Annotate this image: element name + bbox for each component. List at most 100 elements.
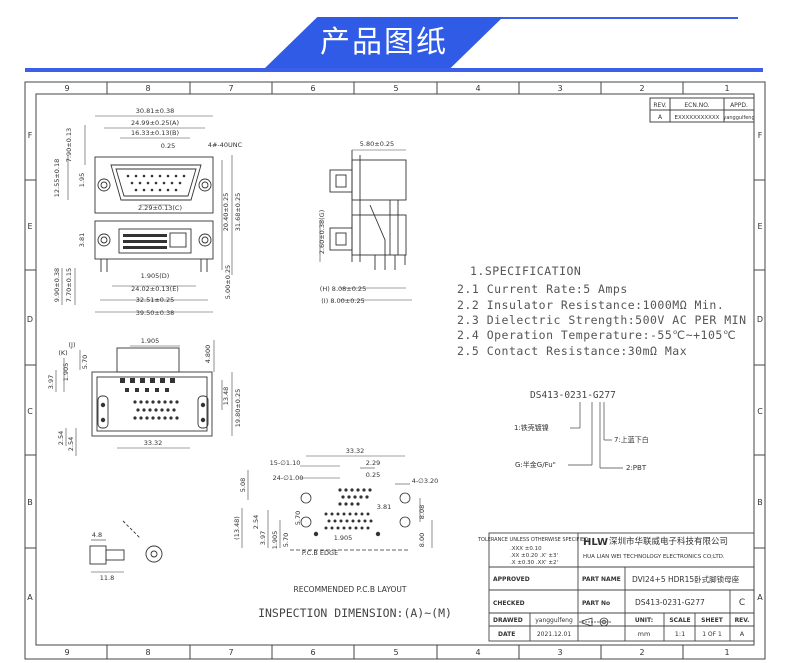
row-label: A <box>757 593 763 602</box>
dim-label: (J) <box>69 341 76 349</box>
bottom-view <box>91 347 213 437</box>
dim-label: 1.905 <box>62 363 70 382</box>
dim-label: 15-∅1.10 <box>270 459 301 467</box>
col-label: 5 <box>393 648 398 657</box>
dim-label: 2.60±0.38(G) <box>318 210 326 255</box>
inspection-caption: INSPECTION DIMENSION:(A)~(M) <box>258 606 452 620</box>
part-no-label: PART No <box>582 600 610 607</box>
dim-label: 5.80±0.25 <box>360 140 394 148</box>
dim-label: 5.00±0.25 <box>224 265 232 299</box>
dim-label: 24.02±0.13(E) <box>131 285 179 293</box>
rev-mark: C <box>739 598 745 608</box>
inner-frame <box>35 93 755 646</box>
col-label: 4 <box>475 84 480 93</box>
spec-line: 2.4 Operation Temperature:-55℃~+105℃ <box>457 328 736 342</box>
row-label: E <box>757 222 762 231</box>
projection-icon <box>579 617 612 627</box>
row-label: B <box>27 498 33 507</box>
appd-value: yanggulfeng <box>723 115 754 121</box>
spec-line: 2.5 Contact Resistance:30mΩ Max <box>457 344 687 358</box>
dim-label: 5.70 <box>294 511 302 525</box>
dim-label: 33.32 <box>144 439 163 447</box>
dim-label: 2.54 <box>252 515 260 529</box>
drawer-name: yanggulfeng <box>535 617 573 624</box>
part-no-value: DS413-0231-G277 <box>635 598 705 607</box>
checked-label: CHECKED <box>493 600 525 607</box>
side-view <box>329 150 407 270</box>
dim-label: 9.90±0.38 <box>53 268 61 302</box>
col-label: 2 <box>639 648 644 657</box>
dim-label: 32.51±0.25 <box>136 296 175 304</box>
dim-label: 1.905 <box>271 531 279 550</box>
col-label: 8 <box>145 84 150 93</box>
dim-label: 0.25 <box>161 142 175 150</box>
contact-dim-labels: 4.8 11.8 <box>92 531 114 582</box>
dim-label: 19.80±0.25 <box>234 389 242 428</box>
scale-label: SCALE <box>669 617 690 624</box>
banner-underline <box>25 68 763 72</box>
dim-label: 13.48 <box>222 387 230 406</box>
pcb-edge-label: P.C.B EDGE <box>302 549 338 557</box>
row-label: C <box>27 407 33 416</box>
company-name-cn: 深圳市华联威电子科技有限公司 <box>609 536 728 547</box>
dim-label: (H) 8.08±0.25 <box>320 285 366 293</box>
pcb-layout <box>290 492 411 551</box>
rev-label: REV. <box>735 617 750 624</box>
dim-label: 39.50±0.38 <box>136 309 175 317</box>
dim-label: 2.29±0.13(C) <box>138 204 182 212</box>
tolerance-line: .X ±0.30 .XX' ±2' <box>510 560 558 566</box>
dim-label: 2.54 <box>67 437 75 451</box>
callout-2: 2:PBT <box>626 464 647 472</box>
ecn-header: ECN.NO. <box>684 102 709 109</box>
dim-label: 20.40±0.25 <box>222 193 230 232</box>
side-dim-lines <box>319 149 412 301</box>
col-label: 3 <box>557 84 562 93</box>
dim-label: (I) 8.00±0.25 <box>321 297 364 305</box>
dim-label: 1.905 <box>334 534 353 542</box>
revision-block: REV. ECN.NO. APPD. A EXXXXXXXXXXX yanggu… <box>649 97 755 123</box>
callout-1: 1:铁壳镀镍 <box>514 423 549 432</box>
part-code: DS413-0231-G277 <box>530 390 616 401</box>
sheet-value: 1 OF 1 <box>702 631 722 638</box>
row-label: F <box>758 131 763 140</box>
dim-label: 24-∅1.00 <box>273 474 304 482</box>
dim-label: 4-∅3.20 <box>412 477 439 485</box>
row-label: D <box>757 315 763 324</box>
col-label: 8 <box>145 648 150 657</box>
date-label: DATE <box>498 631 515 638</box>
col-label: 9 <box>64 648 69 657</box>
specification: 1.SPECIFICATION 2.1 Current Rate:5 Amps … <box>457 264 746 358</box>
dim-label: 8.08 <box>418 505 426 519</box>
title-block <box>488 532 755 642</box>
rev-value: A <box>658 114 663 121</box>
dim-label: 33.32 <box>346 447 365 455</box>
row-label: B <box>757 498 763 507</box>
outer-frame <box>24 81 766 660</box>
pcb-dim-labels: 33.32 15-∅1.10 2.29 24-∅1.00 0.25 4-∅3.2… <box>233 447 438 557</box>
banner-title: 产品图纸 <box>320 25 448 60</box>
tolerance-line: .XXX ±0.10 <box>510 546 542 552</box>
col-label: 6 <box>310 648 315 657</box>
dim-label: 0.25 <box>366 471 380 479</box>
dim-label: 5.70 <box>81 355 89 369</box>
dim-label: 2.54 <box>57 431 65 445</box>
tolerance-title: TOLERANCE UNLESS OTHERWISE SPECIFIED <box>477 537 588 543</box>
dim-label: 2.29 <box>366 459 380 467</box>
row-label: E <box>27 222 32 231</box>
dim-label: (K) <box>58 349 67 357</box>
dim-label: 5.70 <box>282 533 290 547</box>
dim-label: 11.8 <box>100 574 114 582</box>
scale-value: 1:1 <box>675 630 685 638</box>
spec-title: 1.SPECIFICATION <box>470 264 581 278</box>
col-label: 9 <box>64 84 69 93</box>
col-label: 6 <box>310 84 315 93</box>
unit-label: UNIT: <box>635 617 653 624</box>
front-dim-labels: 30.81±0.38 24.99±0.25(A) 16.33±0.13(B) 0… <box>53 107 243 317</box>
dim-label: 3.97 <box>47 375 55 389</box>
title-block-text: TOLERANCE UNLESS OTHERWISE SPECIFIED .XX… <box>477 536 749 638</box>
date-value: 2021.12.01 <box>537 631 572 638</box>
unit-value: mm <box>638 630 651 638</box>
col-label: 4 <box>475 648 480 657</box>
approved-label: APPROVED <box>493 576 530 583</box>
